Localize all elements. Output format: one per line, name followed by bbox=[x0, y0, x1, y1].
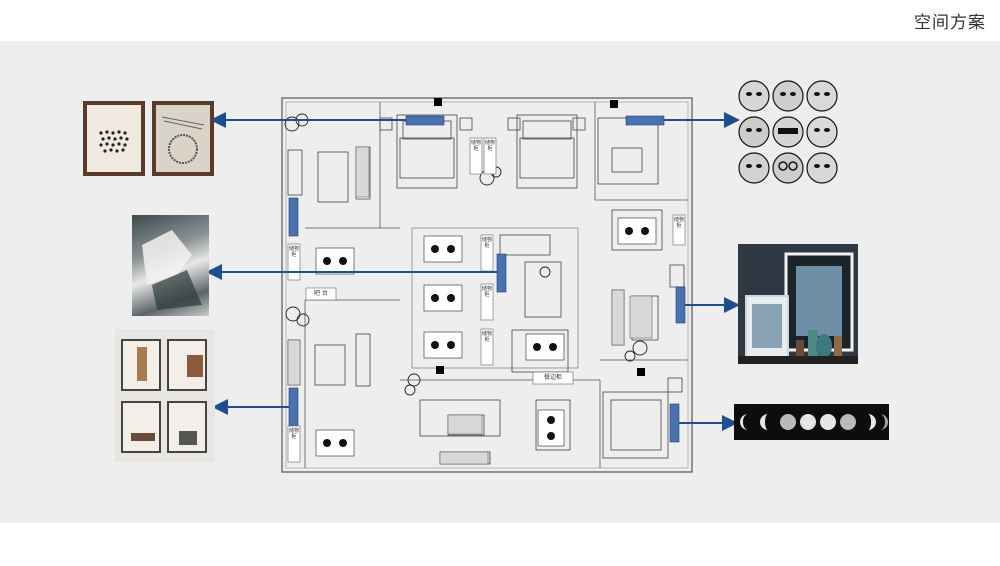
photo-grid bbox=[115, 329, 215, 462]
still-life-art bbox=[738, 244, 858, 364]
label-cabinet-3: 储物柜 bbox=[481, 237, 492, 249]
label-cabinet-8: 储物柜 bbox=[673, 217, 684, 229]
label-side-counter: 餐边柜 bbox=[543, 374, 562, 381]
framed-print-right bbox=[152, 101, 214, 176]
label-cabinet-1: 储物柜 bbox=[470, 140, 481, 152]
label-cabinet-4: 储物柜 bbox=[481, 286, 492, 298]
bed-2 bbox=[507, 114, 586, 189]
dining-tables bbox=[315, 217, 657, 457]
moon-phases bbox=[734, 404, 889, 440]
label-cabinet-2: 储物柜 bbox=[484, 140, 495, 152]
face-plates bbox=[738, 80, 838, 186]
label-cabinet-7: 储物柜 bbox=[288, 428, 299, 440]
bed-1 bbox=[379, 114, 473, 189]
page-title: 空间方案 bbox=[914, 13, 986, 33]
label-cabinet-6: 储物柜 bbox=[288, 246, 299, 258]
abstract-painting bbox=[132, 215, 209, 316]
label-cabinet-5: 储物柜 bbox=[481, 331, 492, 343]
label-bar: 吧 台 bbox=[314, 290, 328, 297]
bed-4 bbox=[602, 377, 683, 459]
framed-print-left bbox=[83, 101, 145, 176]
